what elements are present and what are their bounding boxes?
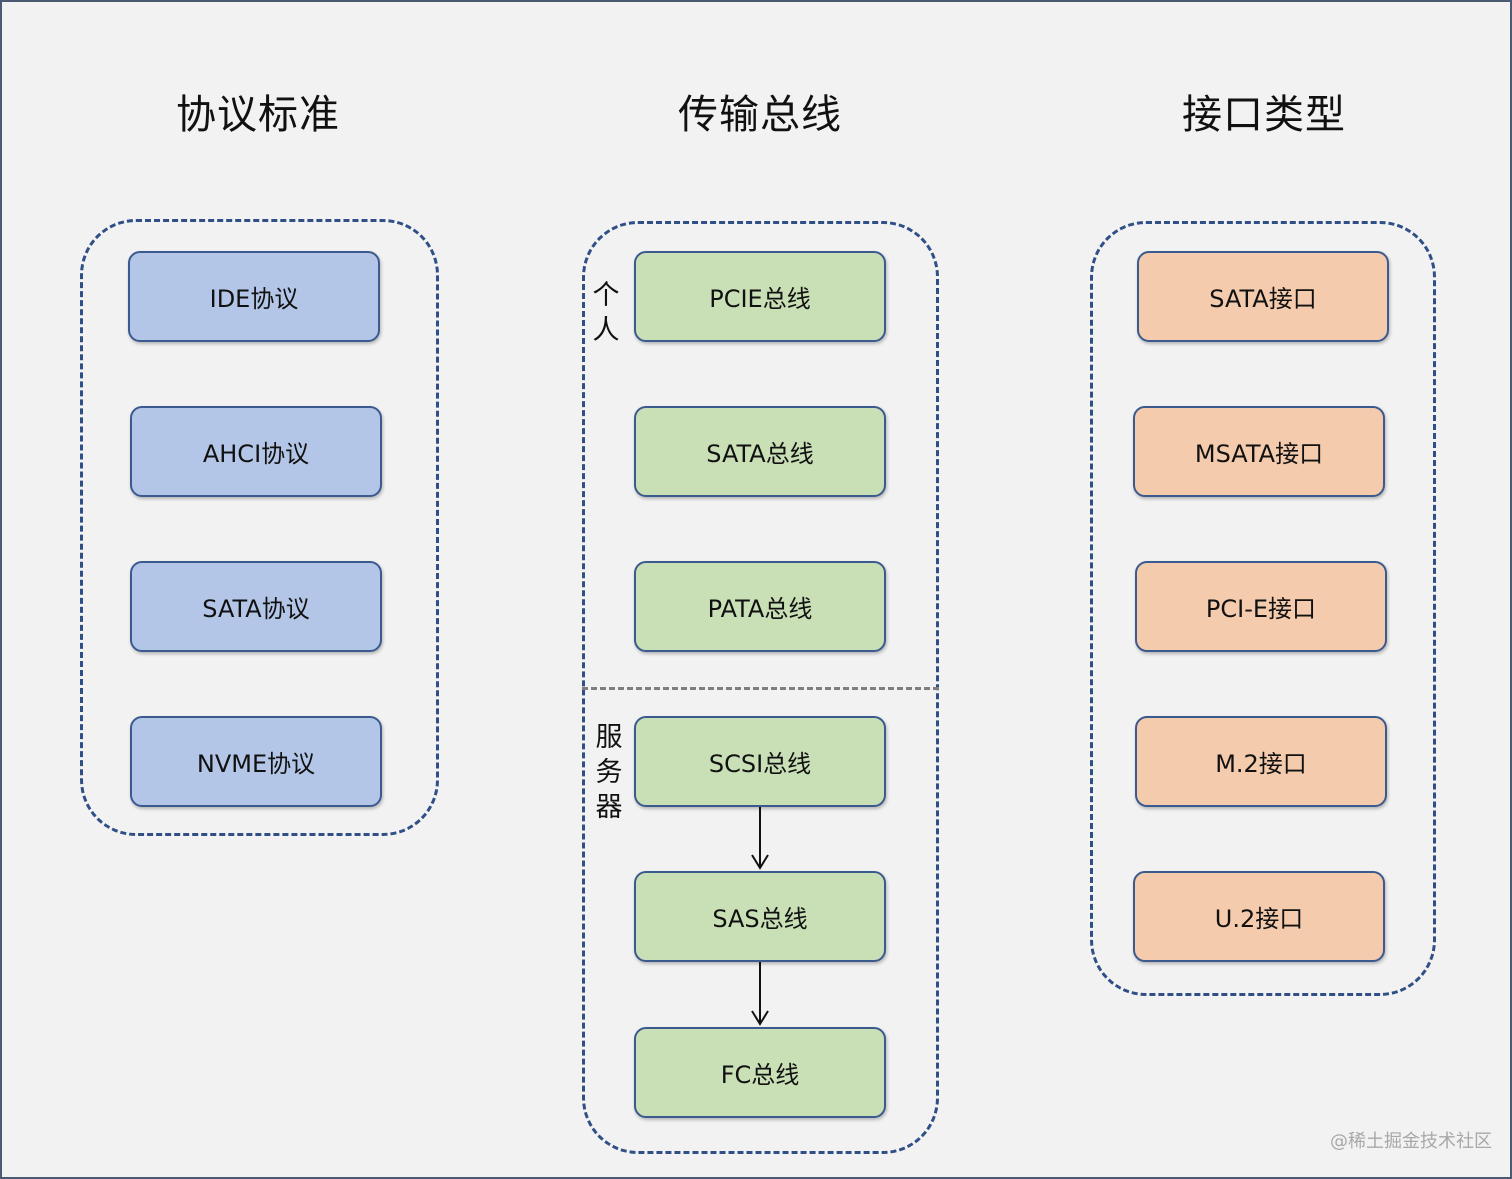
node-m2-interface[interactable]: M.2接口: [1135, 716, 1387, 807]
section-label-personal: 个人: [592, 280, 620, 346]
node-sata-bus[interactable]: SATA总线: [634, 406, 886, 497]
column-title-buses: 传输总线: [678, 92, 842, 138]
node-ide-protocol[interactable]: IDE协议: [128, 251, 380, 342]
column-title-interfaces: 接口类型: [1182, 92, 1346, 138]
node-pcie-bus[interactable]: PCIE总线: [634, 251, 886, 342]
node-fc-bus[interactable]: FC总线: [634, 1027, 886, 1118]
node-sata-interface[interactable]: SATA接口: [1137, 251, 1389, 342]
group-interfaces: [1090, 221, 1436, 996]
node-scsi-bus[interactable]: SCSI总线: [634, 716, 886, 807]
node-u2-interface[interactable]: U.2接口: [1133, 871, 1385, 962]
node-ahci-protocol[interactable]: AHCI协议: [130, 406, 382, 497]
column-title-protocols: 协议标准: [176, 92, 340, 138]
node-sata-protocol[interactable]: SATA协议: [130, 561, 382, 652]
section-label-server: 服务器: [595, 722, 623, 823]
node-pcie-interface[interactable]: PCI-E接口: [1135, 561, 1387, 652]
node-msata-interface[interactable]: MSATA接口: [1133, 406, 1385, 497]
node-sas-bus[interactable]: SAS总线: [634, 871, 886, 962]
section-divider: [582, 687, 939, 690]
edge-scsi-to-sas: [751, 807, 769, 870]
node-pata-bus[interactable]: PATA总线: [634, 561, 886, 652]
edge-sas-to-fc: [751, 962, 769, 1026]
node-nvme-protocol[interactable]: NVME协议: [130, 716, 382, 807]
watermark-text: @稀土掘金技术社区: [1330, 1131, 1492, 1152]
group-protocols: [80, 219, 439, 836]
